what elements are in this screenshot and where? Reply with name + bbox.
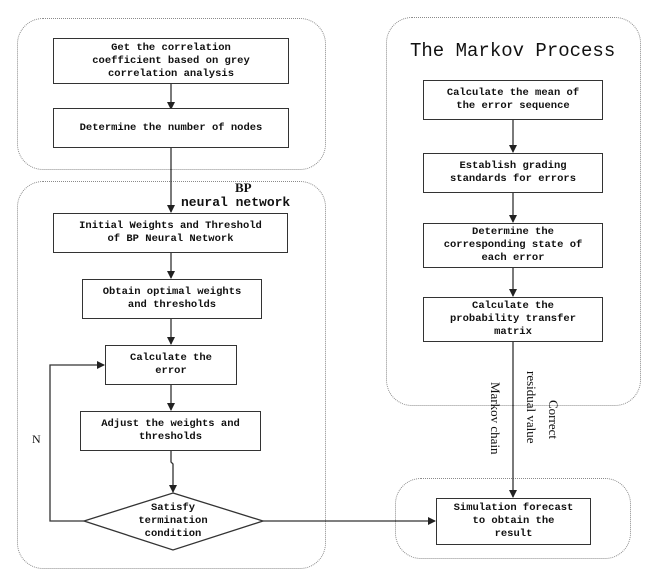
box-determine-nodes: Determine the number of nodes [53,108,289,148]
box-correlation-coefficient: Get the correlation coefficient based on… [53,38,289,84]
decision-label: Satisfy termination condition [138,502,208,540]
decision-diamond [81,492,266,551]
edge-label-correct: Correct [546,400,561,439]
box-mean-error: Calculate the mean of the error sequence [423,80,603,120]
markov-title: The Markov Process [410,40,616,62]
bp-title-line1: BP [235,180,252,195]
box-grading-standards: Establish grading standards for errors [423,153,603,193]
bp-title-line2: neural network [181,195,291,210]
box-corresponding-state: Determine the corresponding state of eac… [423,223,603,268]
edge-label-residual-value: residual value [524,371,539,444]
loop-back-arrow [49,361,105,522]
box-obtain-optimal: Obtain optimal weights and thresholds [82,279,262,319]
box-transfer-matrix: Calculate the probability transfer matri… [423,297,603,342]
loop-label-n: N [32,432,41,446]
box-calculate-error: Calculate the error [105,345,237,385]
arrow-adjust-to-decision [169,451,177,493]
edge-label-markov-chain: Markov chain [488,382,503,455]
box-adjust-weights: Adjust the weights and thresholds [80,411,261,451]
box-simulation-forecast: Simulation forecast to obtain the result [436,498,591,545]
box-initial-weights: Initial Weights and Threshold of BP Neur… [53,213,288,253]
